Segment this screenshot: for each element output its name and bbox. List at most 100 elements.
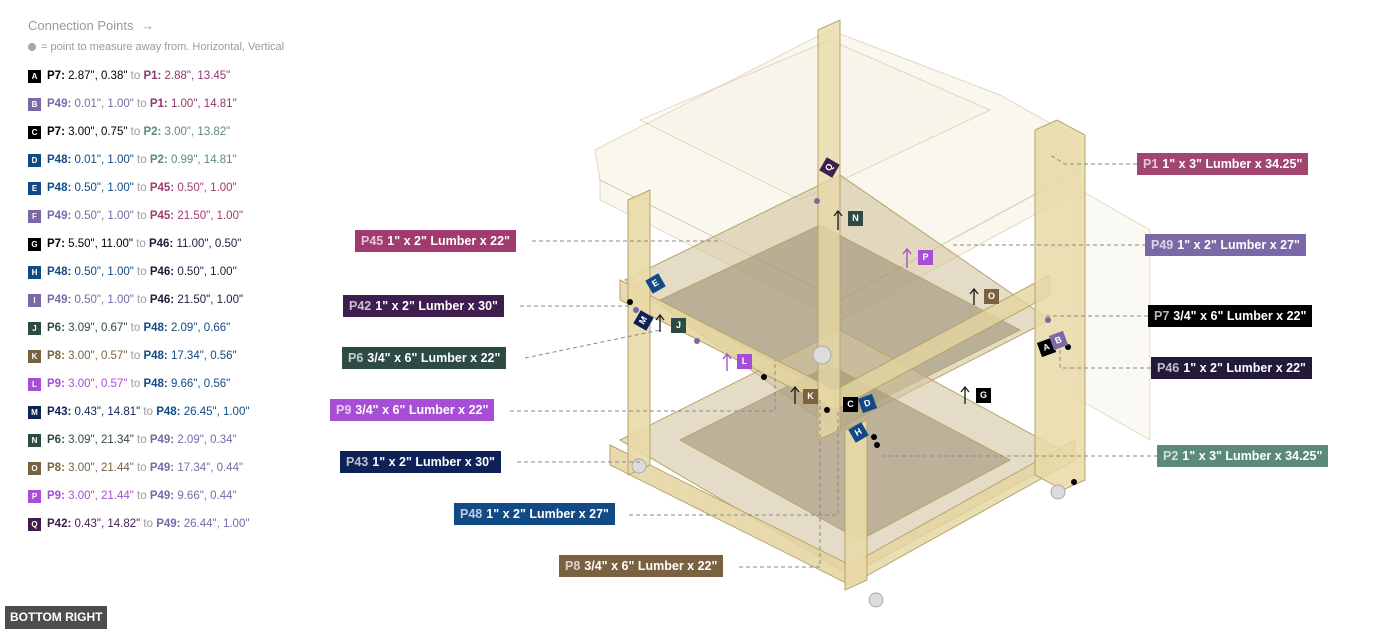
to-part: P49:	[149, 434, 175, 446]
from-value: 0.50", 1.00"	[74, 182, 134, 194]
from-part: P7:	[47, 126, 65, 138]
to-part: P1:	[143, 70, 162, 82]
marker-p[interactable]: P	[918, 250, 933, 265]
leg-front-center	[844, 419, 868, 591]
to-word: to	[137, 154, 147, 166]
part-desc: 3/4" x 6" Lumber x 22"	[584, 559, 718, 573]
to-part: P48:	[143, 322, 168, 334]
connection-point-row[interactable]: A P7: 2.87", 0.38" to P1: 2.88", 13.45"	[28, 69, 328, 97]
from-value: 3.00", 21.44"	[68, 490, 134, 502]
leader-p46	[1059, 345, 1151, 369]
part-id: P49	[1151, 238, 1174, 252]
connection-tag: I	[28, 294, 41, 307]
connection-tag: K	[28, 350, 41, 363]
from-part: P43:	[47, 406, 72, 418]
marker-n[interactable]: N	[848, 211, 863, 226]
to-part: P48:	[143, 350, 168, 362]
connection-point-row[interactable]: E P48: 0.50", 1.00" to P45: 0.50", 1.00"	[28, 181, 328, 209]
connection-text: P48: 0.50", 1.00" to P45: 0.50", 1.00"	[47, 182, 237, 194]
caster-wheel-front	[868, 592, 884, 608]
to-part: P46:	[148, 238, 174, 250]
arrow-right-icon: →	[141, 18, 155, 33]
to-part: P45:	[149, 182, 175, 194]
connection-tag: A	[28, 70, 41, 83]
to-part: P2:	[149, 154, 168, 166]
marker-l[interactable]: L	[737, 354, 752, 369]
to-value: 11.00", 0.50"	[176, 238, 242, 250]
arrow-up-icon-l	[722, 352, 732, 371]
from-value: 3.00", 0.57"	[68, 350, 128, 362]
bottom-right-view-button[interactable]: BOTTOM RIGHT	[5, 606, 108, 629]
arrow-up-icon-o	[969, 287, 979, 305]
from-value: 3.09", 0.67"	[68, 322, 128, 334]
part-id: P46	[1157, 361, 1180, 375]
part-desc: 3/4" x 6" Lumber x 22"	[355, 403, 489, 417]
to-value: 17.34", 0.44"	[177, 462, 244, 474]
marker-o[interactable]: O	[984, 289, 999, 304]
legend-note: = point to measure away from. Horizontal…	[41, 41, 285, 53]
part-id: P7	[1154, 309, 1170, 323]
to-value: 9.66", 0.44"	[177, 490, 237, 502]
to-value: 0.50", 1.00"	[177, 266, 237, 278]
part-desc: 3/4" x 6" Lumber x 22"	[367, 351, 501, 365]
arrow-up-icon-g	[960, 385, 970, 404]
to-value: 2.09", 0.66"	[170, 322, 231, 334]
connection-points-title[interactable]: Connection Points →	[28, 16, 328, 36]
to-value: 9.66", 0.56"	[170, 378, 231, 390]
to-value: 0.50", 1.00"	[177, 182, 237, 194]
from-part: P6:	[47, 322, 65, 334]
to-part: P2:	[143, 126, 162, 138]
to-value: 2.09", 0.34"	[177, 434, 237, 446]
part-id: P48	[460, 507, 483, 521]
to-part: P1:	[149, 98, 168, 110]
connection-tag: O	[28, 462, 41, 475]
marker-j[interactable]: J	[671, 318, 686, 333]
marker-k[interactable]: K	[803, 389, 818, 404]
connection-tag: E	[28, 182, 41, 195]
from-part: P9:	[47, 490, 65, 502]
from-part: P49:	[47, 98, 72, 110]
part-desc: 1" x 2" Lumber x 27"	[486, 507, 609, 521]
from-part: P9:	[47, 378, 65, 390]
marker-c[interactable]: C	[843, 397, 858, 412]
connection-text: P7: 2.87", 0.38" to P1: 2.88", 13.45"	[47, 70, 230, 82]
point-i	[694, 338, 700, 344]
to-part: P48:	[143, 378, 168, 390]
part-desc: 1" x 3" Lumber x 34.25"	[1162, 157, 1303, 171]
from-value: 3.09", 21.34"	[68, 434, 134, 446]
to-part: P49:	[149, 490, 175, 502]
from-part: P48:	[47, 266, 72, 278]
from-value: 3.00", 0.57"	[68, 378, 128, 390]
marker-g[interactable]: G	[976, 388, 991, 403]
connection-text: P42: 0.43", 14.82" to P49: 26.44", 1.00"	[47, 518, 249, 530]
to-value: 0.99", 14.81"	[170, 154, 237, 166]
part-id: P9	[336, 403, 352, 417]
